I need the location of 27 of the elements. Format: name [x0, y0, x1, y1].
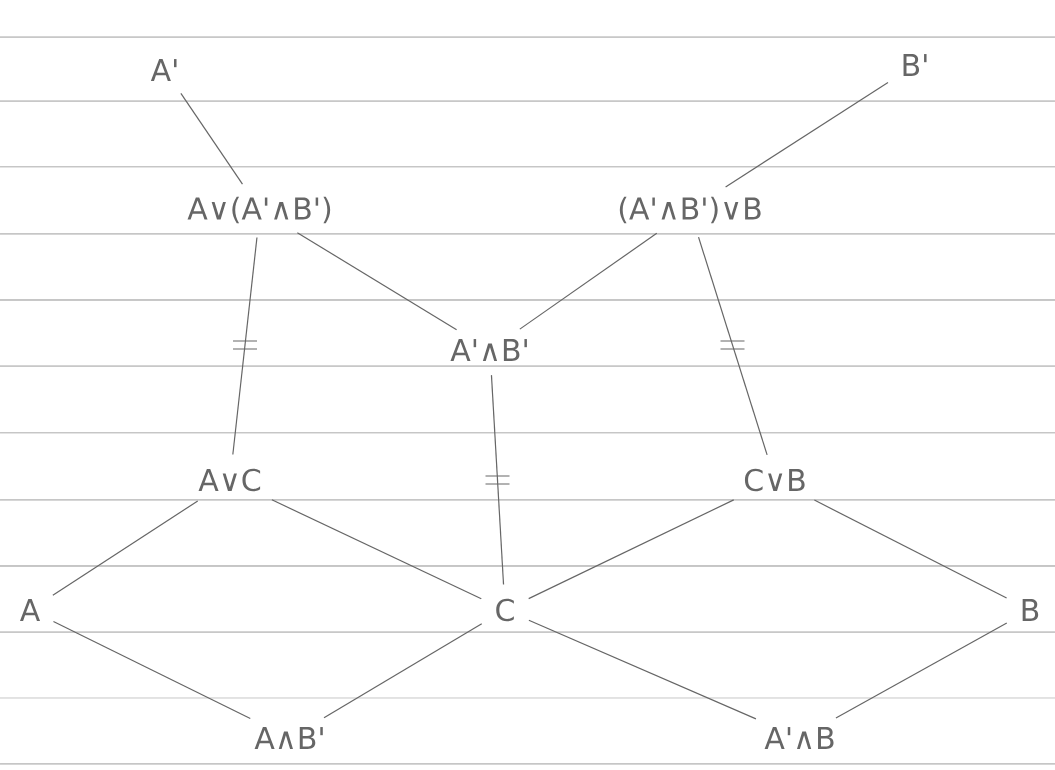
edge-line	[271, 499, 482, 600]
edge-line	[835, 622, 1008, 719]
formula-label: A	[20, 599, 40, 621]
formula-label: (A'∧B')∨B	[619, 196, 761, 224]
formula-label: C∨B	[744, 468, 805, 492]
edge-line	[528, 619, 757, 720]
edge-line	[697, 236, 768, 456]
edge-line	[519, 232, 658, 330]
edge-line	[323, 623, 483, 719]
edge-line	[52, 620, 251, 720]
formula-label: A'∧B'	[450, 339, 527, 361]
edge-line	[296, 232, 458, 331]
edge-line	[232, 236, 258, 456]
formula-label: A∨C	[198, 468, 261, 492]
edge-line	[52, 500, 199, 596]
formula-label: A'∧B	[764, 727, 834, 749]
edge-line	[528, 499, 735, 600]
edge-line	[813, 499, 1008, 599]
formula-label: B	[1022, 599, 1039, 621]
edge-line	[725, 81, 889, 188]
formula-label: A'	[150, 59, 177, 81]
formula-label: B'	[903, 54, 927, 76]
edge-line	[180, 92, 244, 185]
formula-label: C	[496, 598, 514, 622]
edge-line	[490, 374, 505, 586]
formula-label: A∨(A'∧B')	[187, 196, 331, 224]
formula-label: A∧B'	[254, 727, 323, 749]
